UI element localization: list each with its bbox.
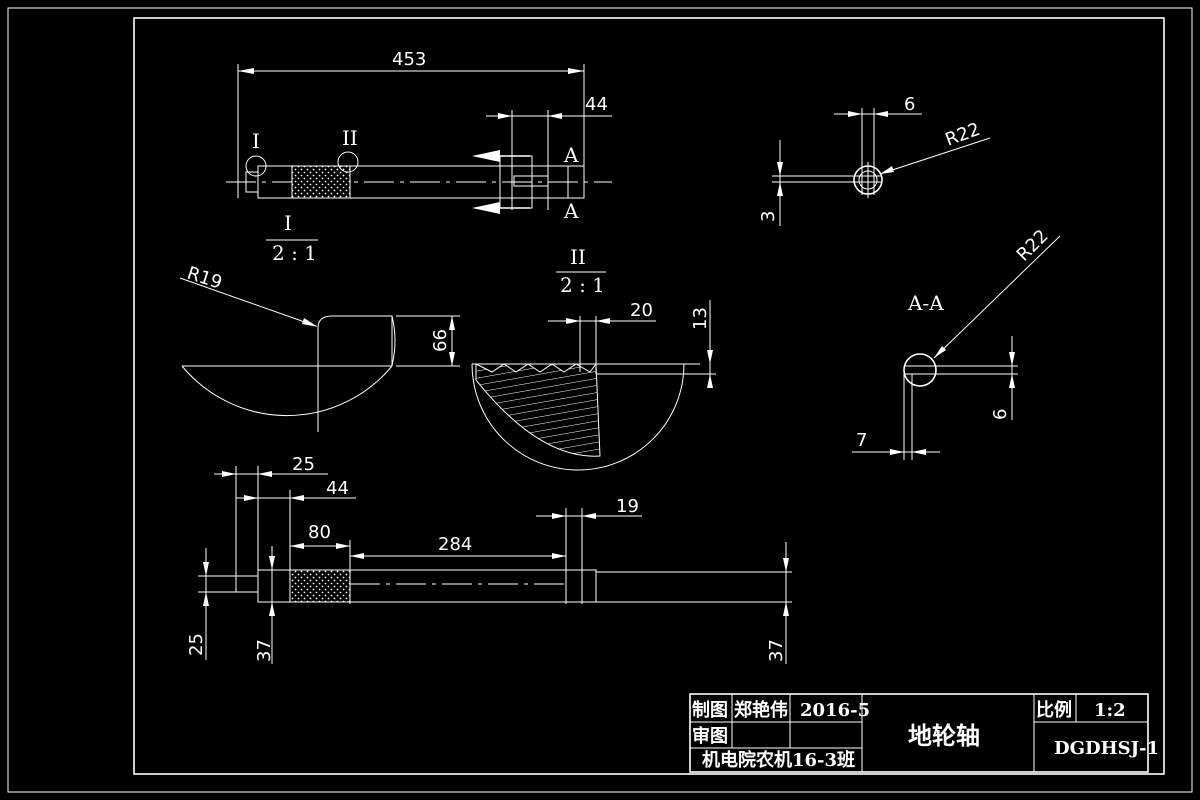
drawer-name: 郑艳伟 (734, 699, 788, 721)
bottom-shaft-view: 25 44 19 80 284 (186, 454, 792, 664)
detail-I-title: I (284, 211, 292, 235)
detail-II-view: II 2 : 1 20 13 (471, 245, 716, 471)
section-AA-label: A-A (907, 291, 944, 315)
detail-I-view: R19 66 (179, 263, 460, 432)
dim-3: 3 (758, 211, 779, 222)
detail-II-scale: 2 : 1 (560, 273, 605, 297)
dim-6-top: 6 (904, 94, 915, 115)
detail-I-circle (245, 155, 267, 177)
dim-44-top: 44 (585, 94, 608, 115)
dim-25-top: 25 (292, 454, 315, 475)
drawn-by-label: 制图 (692, 700, 728, 721)
dim-6-section: 6 (990, 409, 1011, 420)
inner-border (133, 17, 1165, 775)
end-view: 6 R22 3 (758, 94, 991, 226)
dim-25-left: 25 (186, 633, 207, 656)
dim-80: 80 (308, 522, 331, 543)
detail-II-circle (337, 151, 359, 173)
title-block: 制图 郑艳伟 2016-5 审图 机电院农机16-3班 地轮轴 比例 1:2 D… (689, 693, 1159, 773)
outer-border (7, 7, 1193, 793)
dim-20: 20 (630, 300, 653, 321)
r19: R19 (184, 263, 224, 294)
drawing-date: 2016-5 (800, 700, 870, 721)
section-A-top: A (563, 143, 579, 167)
dim-66: 66 (430, 329, 451, 352)
dim-37-right: 37 (766, 639, 787, 662)
detail-I-scale: 2 : 1 (272, 241, 317, 265)
section-AA-view: A-A R22 6 7 (852, 226, 1061, 460)
drawing-number: DGDHSJ-1 (1054, 738, 1159, 759)
organization: 机电院农机16-3班 (702, 749, 855, 771)
dim-44-lower: 44 (326, 478, 349, 499)
detail-I-marker: I (252, 129, 260, 153)
dim-7: 7 (856, 430, 867, 451)
scale-label: 比例 (1036, 699, 1072, 721)
top-shaft-view: 453 44 I II A A I 2 : 1 (226, 49, 612, 265)
section-A-bottom: A (563, 199, 579, 223)
dim-37-left: 37 (254, 639, 275, 662)
scale-value: 1:2 (1094, 700, 1126, 721)
dim-19: 19 (616, 496, 639, 517)
detail-II-marker: II (342, 126, 358, 150)
dim-284: 284 (438, 534, 472, 555)
dim-13: 13 (690, 307, 711, 330)
detail-II-title: II (570, 245, 586, 269)
r22-top: R22 (943, 119, 983, 151)
r22-section: R22 (1013, 226, 1053, 266)
dim-453: 453 (392, 49, 426, 70)
part-name: 地轮轴 (908, 722, 980, 750)
reviewed-label: 审图 (692, 725, 728, 747)
